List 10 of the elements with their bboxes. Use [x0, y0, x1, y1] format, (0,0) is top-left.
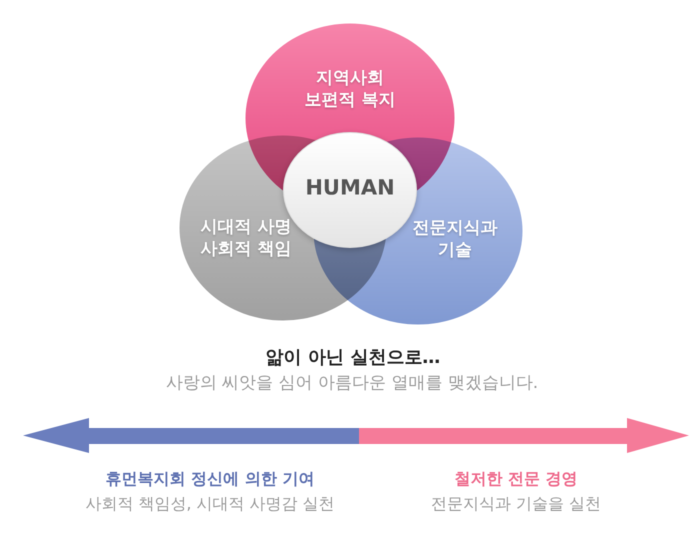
center-label: HUMAN — [304, 174, 396, 202]
column-text: 전문지식과 기술을 실천 — [430, 493, 602, 514]
column-text: 사회적 책임성, 시대적 사명감 실천 — [85, 493, 335, 514]
circle-label: 시대적 사명 사회적 책임 — [200, 216, 292, 260]
subtitle-text: 사랑의 씨앗을 심어 아름다운 열매를 맺겠습니다. — [166, 372, 538, 394]
circle-label: 지역사회 보편적 복지 — [304, 67, 396, 111]
column-heading: 휴먼복지회 정신에 의한 기여 — [106, 468, 314, 489]
column-heading: 철저한 전문 경영 — [454, 468, 578, 489]
circle-label: 전문지식과 기술 — [412, 217, 498, 261]
slogan-text: 앎이 아닌 실천으로… — [266, 346, 440, 369]
